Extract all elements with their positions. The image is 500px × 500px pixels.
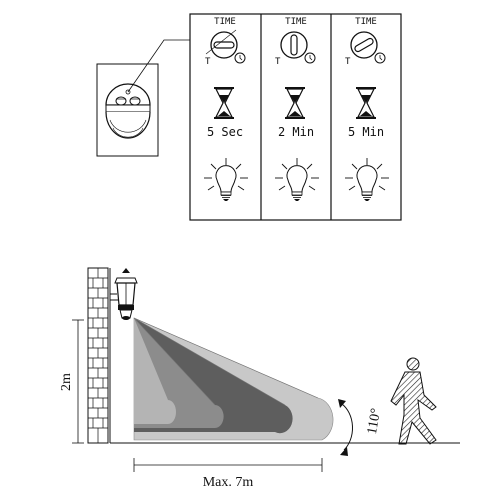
wall-lantern-icon <box>110 268 138 320</box>
time-caption: TIME <box>214 17 236 27</box>
time-caption: TIME <box>355 17 377 27</box>
time-caption: TIME <box>285 17 307 27</box>
sensor-head-icon <box>105 83 151 139</box>
duration-label: 2 Min <box>278 125 314 139</box>
time-panel: TIME T 2 Min <box>274 17 320 202</box>
time-knob-icon: T <box>205 29 246 67</box>
svg-text:T: T <box>205 57 211 67</box>
sensor-detail-box <box>96 39 196 157</box>
walking-person-icon <box>390 357 437 445</box>
height-label: 2m <box>59 373 74 391</box>
installation-diagram: 2m Max. 7m 110° <box>59 267 460 490</box>
zone-light <box>134 318 176 424</box>
range-dimension: Max. 7m <box>133 458 323 490</box>
svg-text:T: T <box>345 57 351 67</box>
time-setting-table: TIME T 5 Sec TIME T <box>189 13 402 221</box>
time-knob-icon: T <box>345 31 386 67</box>
height-dimension: 2m <box>59 319 84 444</box>
angle-indicator: 110° <box>338 399 384 456</box>
time-knob-icon: T <box>275 31 316 67</box>
range-label: Max. 7m <box>203 475 254 490</box>
callout-line <box>127 39 196 93</box>
duration-label: 5 Sec <box>207 125 243 139</box>
angle-label: 110° <box>365 407 384 435</box>
duration-label: 5 Min <box>348 125 384 139</box>
time-panel: TIME T 5 Min <box>344 17 390 202</box>
brick-wall <box>87 267 111 444</box>
time-panel: TIME T 5 Sec <box>203 17 249 202</box>
svg-text:T: T <box>275 57 281 67</box>
